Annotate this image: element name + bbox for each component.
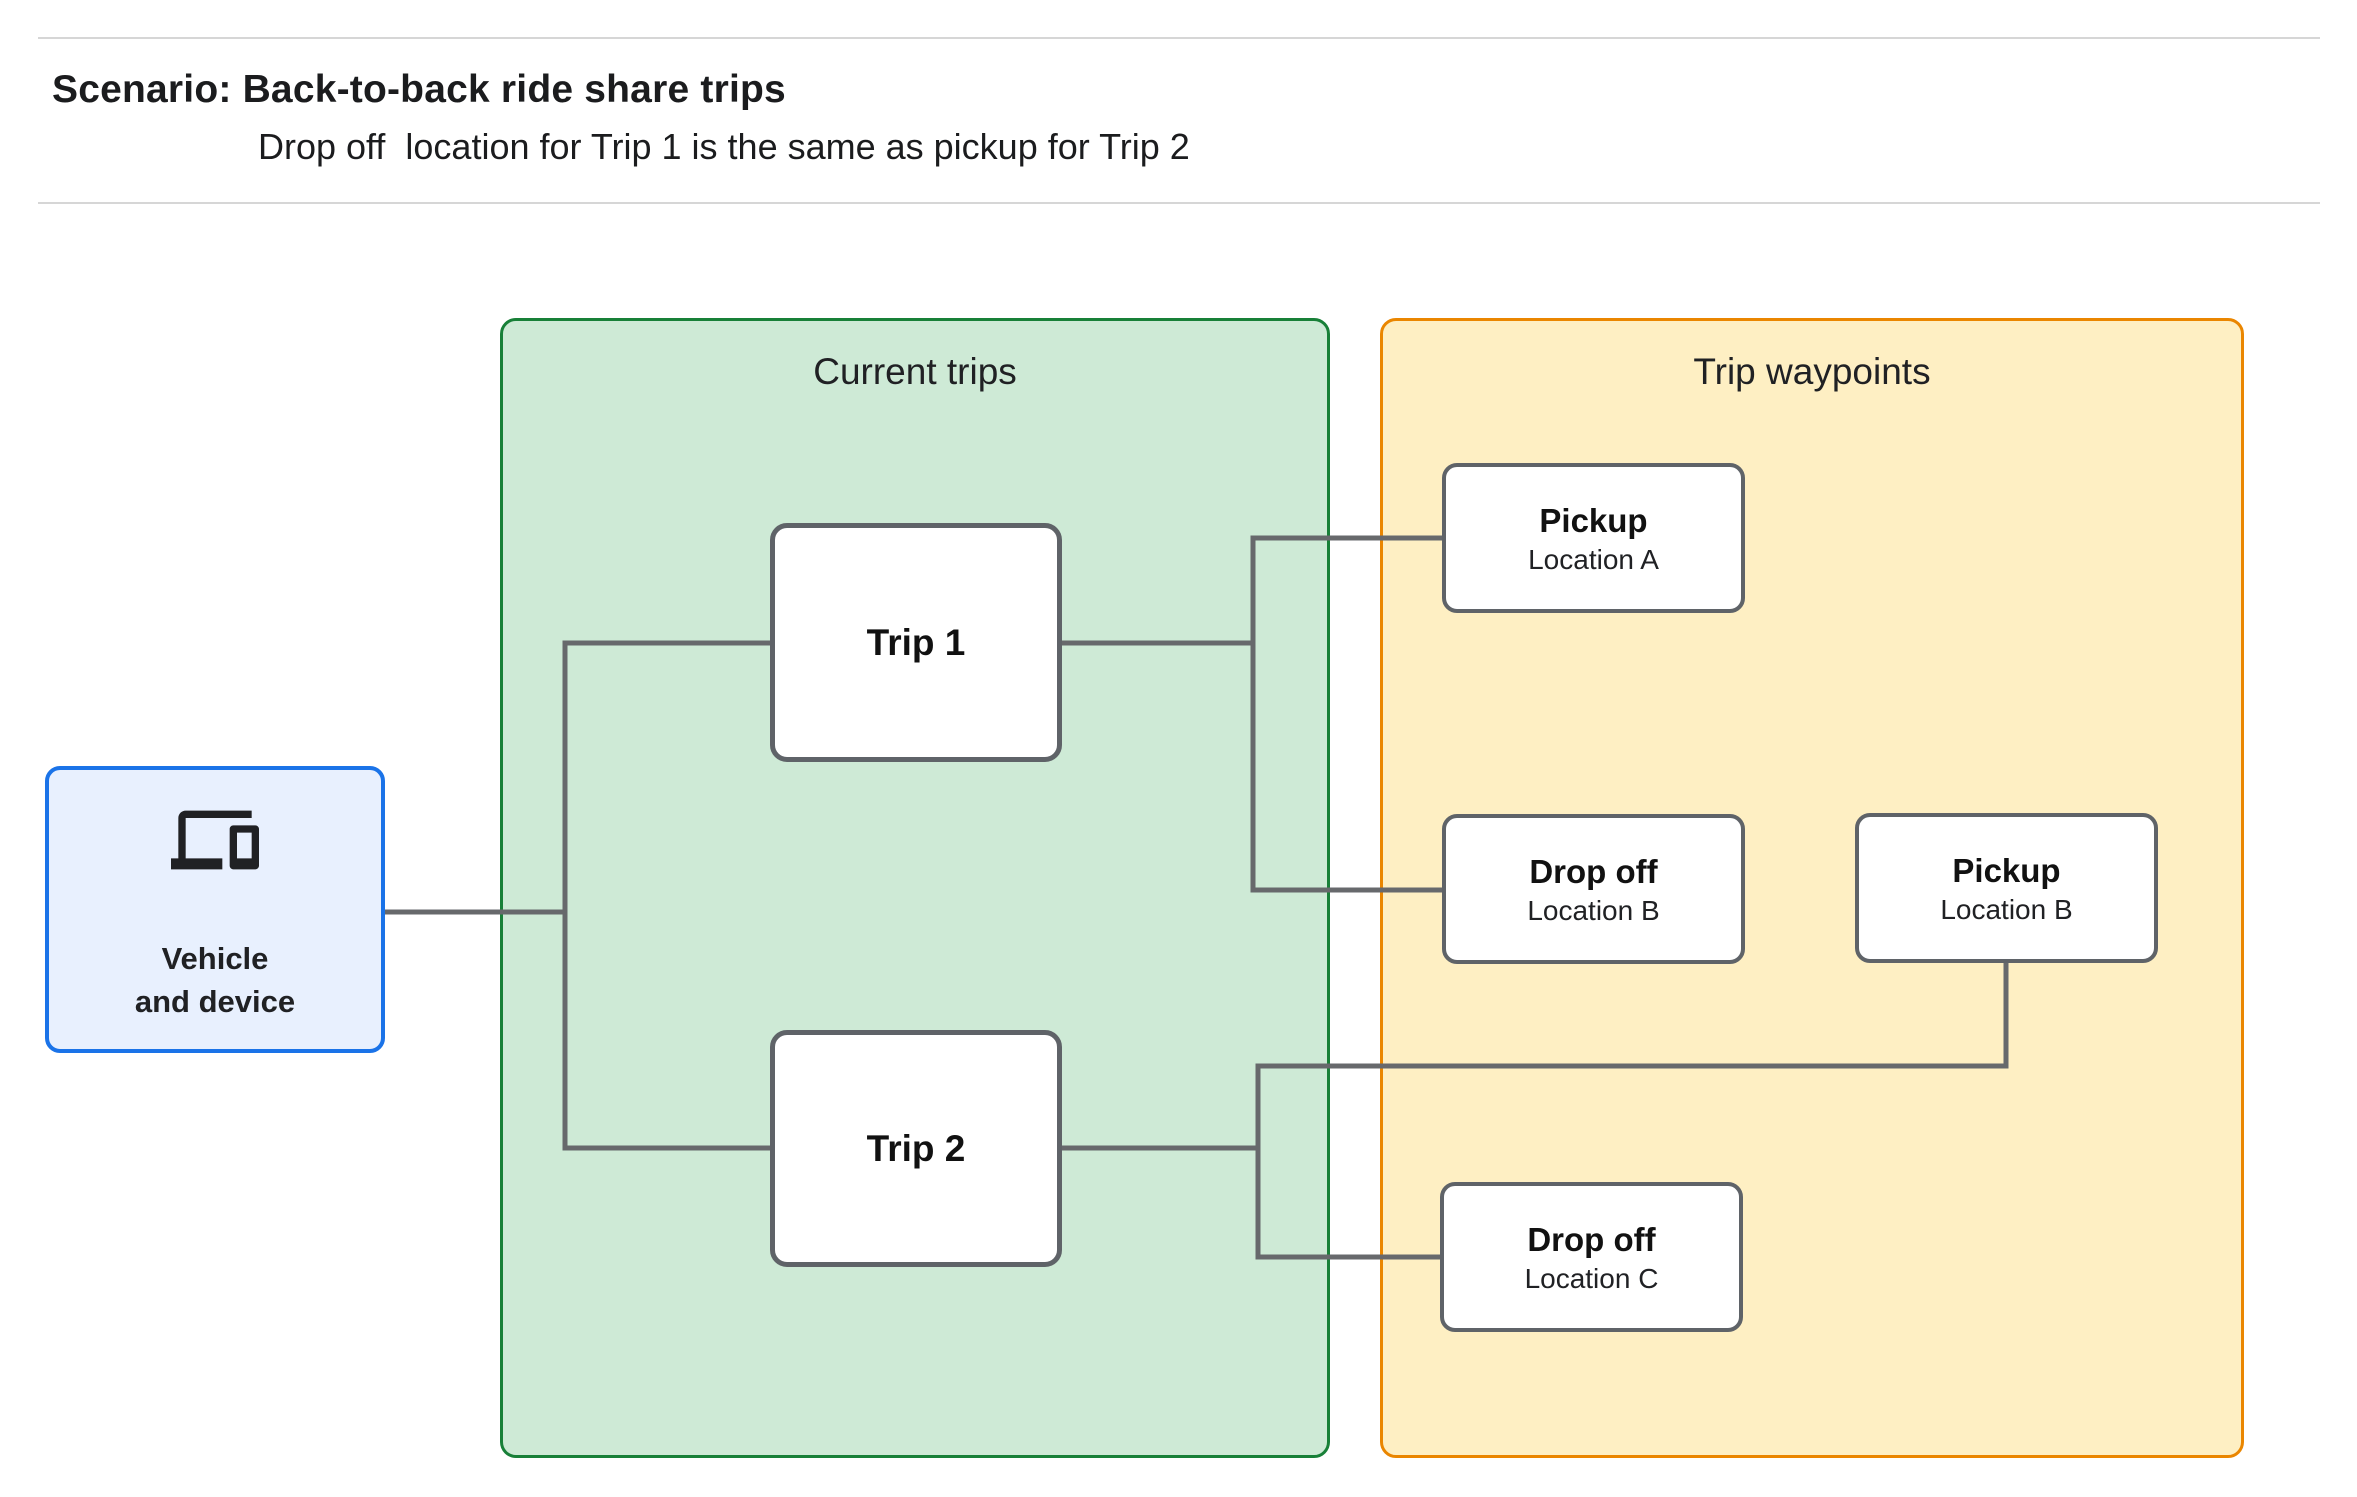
vehicle-and-device-node: Vehicle and device bbox=[45, 766, 385, 1053]
vehicle-label-line1: Vehicle bbox=[161, 941, 269, 976]
waypoint-label: Pickup bbox=[1952, 851, 2061, 889]
waypoint-label: Drop off bbox=[1529, 852, 1658, 890]
waypoint-dropoff-location-b: Drop off Location B bbox=[1442, 814, 1745, 964]
waypoint-pickup-location-a: Pickup Location A bbox=[1442, 463, 1745, 613]
top-divider bbox=[38, 37, 2320, 39]
trip-1-label: Trip 1 bbox=[866, 621, 966, 663]
page-subtitle: Drop off location for Trip 1 is the same… bbox=[258, 126, 1190, 167]
waypoint-pickup-location-b: Pickup Location B bbox=[1855, 813, 2158, 963]
waypoint-sublabel: Location A bbox=[1528, 543, 1659, 575]
trip-1-node: Trip 1 bbox=[770, 523, 1062, 762]
vehicle-label-line2: and device bbox=[134, 984, 296, 1019]
vehicle-node-label: Vehicle and device bbox=[49, 937, 381, 1023]
page-title: Scenario: Back-to-back ride share trips bbox=[52, 68, 786, 111]
waypoint-sublabel: Location C bbox=[1524, 1262, 1659, 1294]
trip-2-node: Trip 2 bbox=[770, 1030, 1062, 1267]
devices-icon bbox=[49, 796, 381, 884]
trip-waypoints-title: Trip waypoints bbox=[1693, 351, 1931, 392]
waypoint-dropoff-location-c: Drop off Location C bbox=[1440, 1182, 1743, 1332]
header-divider bbox=[38, 202, 2320, 204]
waypoint-sublabel: Location B bbox=[1527, 894, 1660, 926]
waypoint-label: Drop off bbox=[1527, 1220, 1656, 1258]
trip-2-label: Trip 2 bbox=[866, 1127, 966, 1169]
waypoint-sublabel: Location B bbox=[1940, 893, 2073, 925]
current-trips-panel: Current trips bbox=[500, 318, 1330, 1458]
current-trips-title: Current trips bbox=[813, 351, 1017, 392]
waypoint-label: Pickup bbox=[1539, 501, 1648, 539]
